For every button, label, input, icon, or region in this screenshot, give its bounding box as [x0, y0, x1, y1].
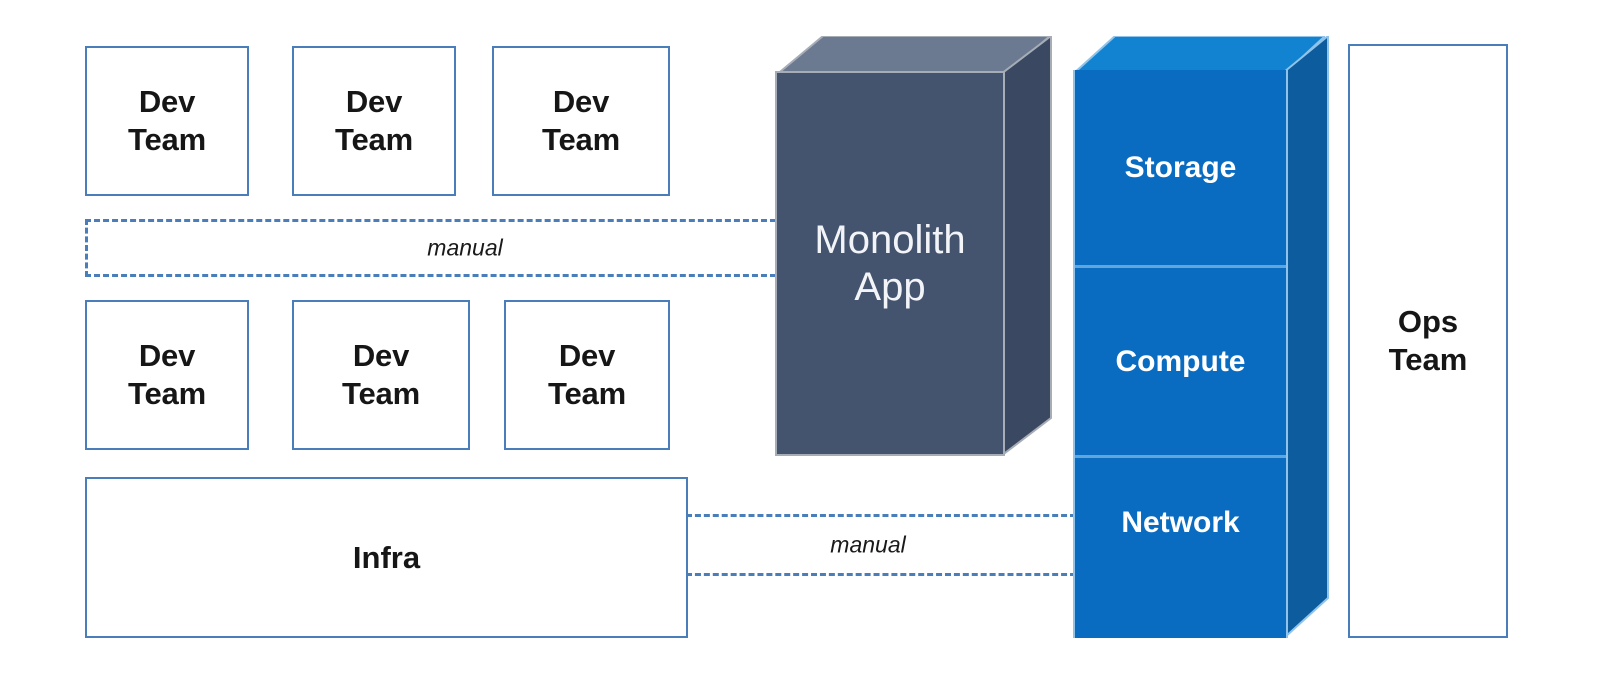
dev-team-label-line2: Team — [342, 376, 420, 411]
resource-stack-top-face — [1073, 36, 1325, 74]
monolith-top-face — [775, 36, 1050, 76]
ops-team-label-line1: Ops — [1397, 304, 1459, 340]
manual-connector-bottom — [686, 514, 1076, 576]
stack-segment-label: Network — [1121, 506, 1240, 539]
monolith-label-line1: Monolith — [814, 218, 966, 263]
manual-connector-top — [85, 219, 785, 277]
infra-label: Infra — [352, 539, 421, 575]
manual-connector-bottom-label: manual — [830, 531, 906, 558]
dev-team-box-2[interactable]: Dev Team — [292, 46, 456, 196]
monolith-front-face: Monolith App — [775, 71, 1005, 456]
dev-team-label-line1: Dev — [352, 338, 410, 374]
dev-team-box-6[interactable]: Dev Team — [504, 300, 670, 450]
dev-team-box-4[interactable]: Dev Team — [85, 300, 249, 450]
resource-stack-cube[interactable]: Storage Compute Network — [1073, 36, 1333, 638]
manual-connector-top-label: manual — [427, 234, 503, 261]
monolith-side-face — [1001, 36, 1052, 456]
stack-segment-label: Storage — [1124, 150, 1237, 184]
dev-team-label-line2: Team — [542, 122, 620, 157]
dev-team-label-line2: Team — [128, 376, 206, 411]
dev-team-label-line1: Dev — [345, 84, 403, 120]
stack-segment-label: Compute — [1115, 344, 1246, 378]
monolith-app-cube[interactable]: Monolith App — [775, 36, 1075, 456]
dev-team-label-line2: Team — [128, 122, 206, 157]
ops-team-label-line2: Team — [1388, 342, 1468, 377]
resource-stack-side-face — [1284, 36, 1329, 638]
dev-team-box-1[interactable]: Dev Team — [85, 46, 249, 196]
dev-team-label-line2: Team — [335, 122, 413, 157]
dev-team-label-line1: Dev — [552, 84, 610, 120]
ops-team-box[interactable]: Ops Team — [1348, 44, 1508, 638]
stack-segment-compute[interactable]: Compute — [1075, 265, 1286, 455]
dev-team-label-line1: Dev — [558, 338, 616, 374]
monolith-label-line2: App — [854, 264, 926, 309]
dev-team-label-line1: Dev — [138, 84, 196, 120]
dev-team-label-line2: Team — [548, 376, 626, 411]
dev-team-box-5[interactable]: Dev Team — [292, 300, 470, 450]
stack-segment-network[interactable]: Network — [1075, 455, 1286, 638]
stack-segment-storage[interactable]: Storage — [1075, 70, 1286, 265]
resource-stack-front-face: Storage Compute Network — [1073, 70, 1288, 638]
dev-team-box-3[interactable]: Dev Team — [492, 46, 670, 196]
infra-box[interactable]: Infra — [85, 477, 688, 638]
dev-team-label-line1: Dev — [138, 338, 196, 374]
